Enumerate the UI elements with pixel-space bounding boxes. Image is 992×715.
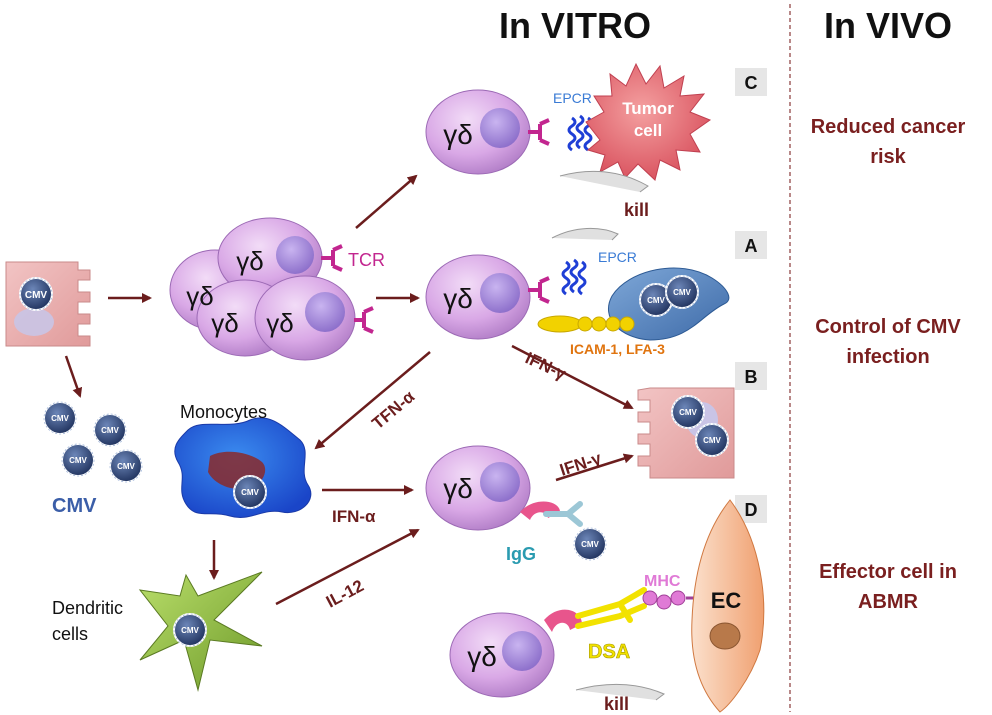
arrow-gd-to-monocyte [314,351,431,450]
panel-d-gd-cell: γδ [449,609,582,698]
outcome-cancer-line1: Reduced cancer [811,116,966,138]
dendritic-label-line2: cells [52,624,88,644]
panel-c-kill-arrow [559,170,649,193]
ifn-gamma-label-lower: IFN-γ [557,448,604,479]
panel-b-epithelial-cell: CMV CMV [637,387,735,479]
arrow-cluster-to-panel-c [355,174,418,229]
panel-c-epcr-label: EPCR [553,90,592,106]
panel-d-kill-arrow [575,683,665,701]
cluster-gd-label-4: γδ [266,308,293,338]
gamma-delta-cluster: γδ γδ γδ γδ [169,217,374,361]
panel-a-epcr [561,258,587,296]
endothelial-cell [691,499,765,713]
mhc-molecule [642,590,700,610]
outcome-cancer-line2: risk [870,146,906,168]
monocytes-label: Monocytes [180,402,267,422]
panel-a-box: A [735,231,767,259]
panel-a-cmv-label-2: CMV [673,288,691,297]
tumor-label-line2: cell [634,121,662,140]
igg-cmv-label: CMV [581,540,599,549]
arrow-igg-gd-to-panel-b [555,453,634,482]
dsa-label: DSA [588,641,630,663]
outcome-abmr: Effector cell in ABMR [819,561,957,613]
ifn-gamma-label-upper: IFN-γ [522,348,569,383]
arrows [64,174,634,606]
free-cmv-particles: CMV CMV CMV CMV [43,401,143,483]
arrow-dendritic-to-gd [275,528,420,606]
epithelial-cmv-label: CMV [25,290,48,301]
arrow-epithelial-to-cmv [64,355,83,398]
monocyte-cell: CMV [174,417,312,518]
igg-antibody [543,501,583,527]
panel-a-adhesion [537,315,635,333]
panel-c-gd-cell: γδ [425,89,550,175]
mhc-label: MHC [644,573,681,590]
panel-a-letter: A [745,236,758,256]
panel-b-cmv-label-2: CMV [703,436,721,445]
panel-b-box: B [735,362,767,390]
free-cmv-label-4: CMV [117,462,135,471]
panel-a-curved-arrow [551,227,619,241]
panel-d-gd-label: γδ [467,641,497,672]
panel-b-letter: B [745,367,758,387]
outcome-abmr-line1: Effector cell in [819,561,957,583]
panel-a-gd-cell: γδ [425,254,550,340]
panel-c-kill-label: kill [624,200,649,220]
free-cmv-label-1: CMV [51,414,69,423]
il12-label: IL-12 [323,576,367,611]
free-cmv-label-3: CMV [69,456,87,465]
dendritic-cell: CMV [138,571,263,692]
cluster-gd-label-1: γδ [186,281,213,311]
monocyte-cmv-label: CMV [241,488,259,497]
outcome-control-cmv: Control of CMV infection [815,316,961,368]
dendritic-label-line1: Dendritic [52,598,123,618]
panel-a-gd-label: γδ [443,283,473,314]
panel-a-infected-cell: CMV CMV [607,267,730,341]
igg-gd-label: γδ [443,473,473,504]
igg-label: IgG [506,544,536,564]
igg-gd-cell: γδ [425,445,560,531]
ec-label: EC [711,588,742,613]
heading-in-vitro: In VITRO [499,5,651,46]
heading-in-vivo: In VIVO [824,5,952,46]
outcome-reduced-cancer: Reduced cancer risk [811,116,966,168]
tfn-alpha-label: TFN-α [368,387,418,434]
cluster-gd-label-3: γδ [211,308,238,338]
cluster-gd-label-2: γδ [236,246,263,276]
free-cmv-label-2: CMV [101,426,119,435]
panel-c-box: C [735,68,767,96]
panel-a-epcr-label: EPCR [598,249,637,265]
outcome-cmv-line2: infection [846,346,929,368]
dsa-antibody [575,587,647,629]
panel-c-gd-label: γδ [443,119,473,150]
tumor-label-line1: Tumor [622,99,674,118]
icam-lfa-label: ICAM-1, LFA-3 [570,341,665,357]
panel-d-box: D [735,495,767,523]
dendritic-cmv-label: CMV [181,626,199,635]
cmv-label: CMV [52,495,97,517]
outcome-cmv-line1: Control of CMV [815,316,961,338]
panel-b-cmv-label-1: CMV [679,408,697,417]
infected-epithelial-cell: CMV [5,261,91,347]
tumor-cell [585,62,712,181]
panel-a-cmv-label-1: CMV [647,296,665,305]
outcome-abmr-line2: ABMR [858,591,919,613]
panel-d-kill-label: kill [604,694,629,714]
arrow-gd-to-panel-b [511,344,634,410]
tcr-label: TCR [348,250,385,270]
panel-c-letter: C [745,73,758,93]
panel-d-letter: D [745,500,758,520]
ifn-alpha-label: IFN-α [332,507,376,526]
